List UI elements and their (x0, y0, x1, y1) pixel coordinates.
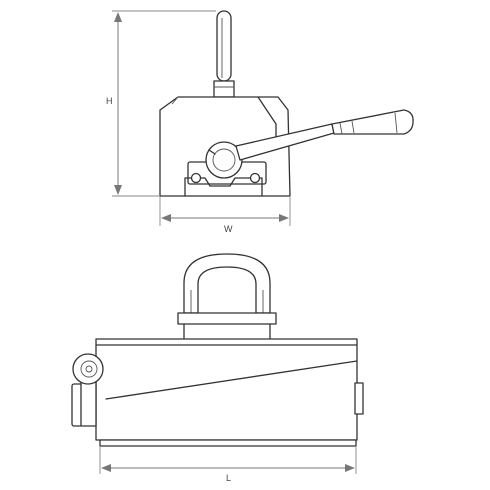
front-view: H W (106, 10, 414, 234)
length-dimension: L (99, 446, 357, 483)
left-bolt-icon (190, 172, 202, 184)
width-label: W (224, 224, 233, 234)
front-lever (205, 109, 414, 179)
side-body (95, 338, 364, 447)
right-bolt-icon (249, 172, 261, 184)
height-label: H (106, 96, 113, 106)
front-lifting-rod (213, 10, 235, 98)
side-lever-hub (71, 353, 104, 427)
height-dimension: H (106, 10, 216, 197)
width-dimension: W (159, 196, 291, 234)
side-view: L (71, 253, 364, 483)
side-shackle (177, 253, 277, 340)
length-label: L (226, 473, 232, 483)
